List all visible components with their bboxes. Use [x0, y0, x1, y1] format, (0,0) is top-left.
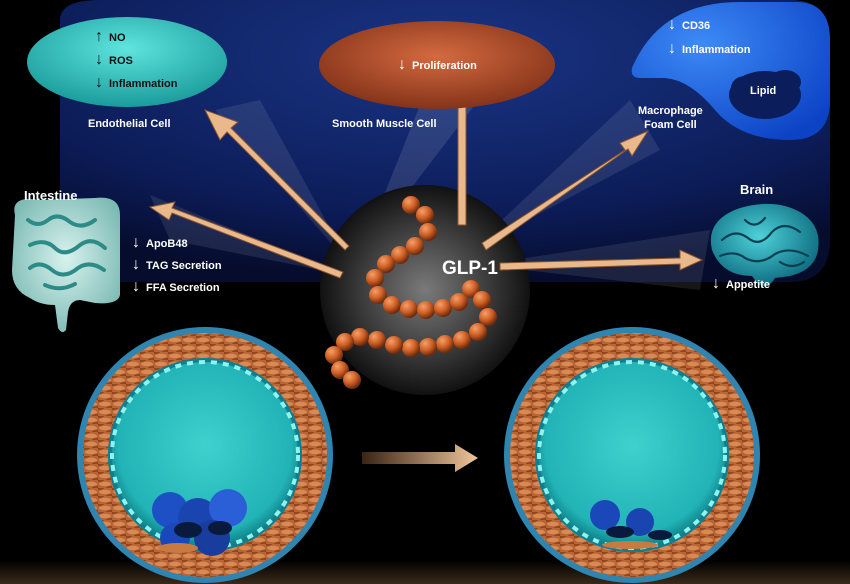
vessel-diseased	[77, 327, 333, 583]
intestine-title: Intestine	[24, 188, 78, 203]
vessel-improved	[504, 327, 760, 583]
lipid-label: Lipid	[750, 85, 777, 97]
macrophage-title-line2: Foam Cell	[644, 119, 697, 131]
effect-text: CD36	[682, 20, 711, 32]
up-arrow-icon: ↑	[95, 28, 103, 45]
peptide-bead	[450, 293, 468, 311]
endothelial-effect: ↓ Inflammation	[95, 74, 178, 91]
effect-text: Proliferation	[412, 60, 477, 72]
effect-text: ApoB48	[146, 238, 188, 250]
intestine-icon	[12, 197, 120, 333]
smooth-muscle-title: Smooth Muscle Cell	[332, 118, 437, 130]
effect-text: Inflammation	[109, 78, 178, 90]
peptide-bead	[343, 371, 361, 389]
glp1-label: GLP-1	[442, 258, 498, 279]
peptide-bead	[331, 361, 349, 379]
arrow-brain	[499, 249, 704, 271]
down-arrow-icon: ↓	[95, 51, 103, 68]
effect-text: NO	[109, 32, 126, 44]
brain-icon	[710, 203, 819, 286]
intestine-effect: ↓ FFA Secretion	[132, 278, 220, 295]
endothelial-effect: ↓ ROS	[95, 51, 133, 68]
peptide-bead	[383, 296, 401, 314]
arrow-intestine	[148, 201, 344, 279]
peptide-bead	[479, 308, 497, 326]
plaque-macrophages	[152, 489, 247, 556]
peptide-bead	[368, 331, 386, 349]
arrow-macrophage	[481, 129, 650, 251]
macrophage-title-line1: Macrophage	[638, 105, 703, 117]
arrow-endothelial	[203, 109, 350, 251]
reduced-plaque	[590, 500, 672, 549]
peptide-bead	[469, 323, 487, 341]
peptide-bead	[419, 338, 437, 356]
down-arrow-icon: ↓	[132, 234, 140, 251]
brain-title: Brain	[740, 182, 774, 197]
transition-arrow	[362, 444, 478, 472]
peptide-bead	[419, 223, 437, 241]
effect-text: Inflammation	[682, 44, 751, 56]
down-arrow-icon: ↓	[132, 256, 140, 273]
down-arrow-icon: ↓	[95, 74, 103, 91]
macrophage-effect: ↓ Inflammation	[668, 40, 751, 57]
effect-text: FFA Secretion	[146, 282, 220, 294]
endothelial-title: Endothelial Cell	[88, 118, 171, 130]
effect-text: TAG Secretion	[146, 260, 222, 272]
peptide-bead	[402, 196, 420, 214]
peptide-bead	[416, 206, 434, 224]
endothelial-cell	[27, 17, 227, 107]
peptide-bead	[434, 299, 452, 317]
peptide-bead	[369, 286, 387, 304]
down-arrow-icon: ↓	[668, 40, 676, 57]
macrophage-effect: ↓ CD36	[668, 16, 711, 33]
glp1-peptide-chain	[325, 196, 497, 389]
peptide-bead	[436, 335, 454, 353]
down-arrow-icon: ↓	[712, 275, 720, 292]
intestine-effect: ↓ TAG Secretion	[132, 256, 222, 273]
intestine-effect: ↓ ApoB48	[132, 234, 188, 251]
effect-text: ROS	[109, 55, 133, 67]
peptide-bead	[453, 331, 471, 349]
peptide-bead	[391, 246, 409, 264]
down-arrow-icon: ↓	[132, 278, 140, 295]
smooth-muscle-effect: ↓ Proliferation	[398, 56, 477, 73]
peptide-bead	[462, 280, 480, 298]
macrophage-title: Macrophage Foam Cell	[638, 104, 703, 132]
brain-effect: ↓ Appetite	[712, 275, 770, 292]
smooth-muscle-cell	[319, 21, 555, 109]
peptide-bead	[473, 291, 491, 309]
peptide-bead	[366, 269, 384, 287]
endothelial-effect: ↑ NO	[95, 28, 126, 45]
peptide-bead	[325, 346, 343, 364]
peptide-bead	[336, 333, 354, 351]
peptide-bead	[377, 255, 395, 273]
peptide-bead	[406, 237, 424, 255]
floor-glow	[0, 560, 850, 584]
peptide-bead	[351, 328, 369, 346]
down-arrow-icon: ↓	[668, 16, 676, 33]
peptide-bead	[400, 300, 418, 318]
down-arrow-icon: ↓	[398, 56, 406, 73]
effect-text: Appetite	[726, 279, 770, 291]
peptide-bead	[417, 301, 435, 319]
peptide-bead	[402, 339, 420, 357]
peptide-bead	[385, 336, 403, 354]
